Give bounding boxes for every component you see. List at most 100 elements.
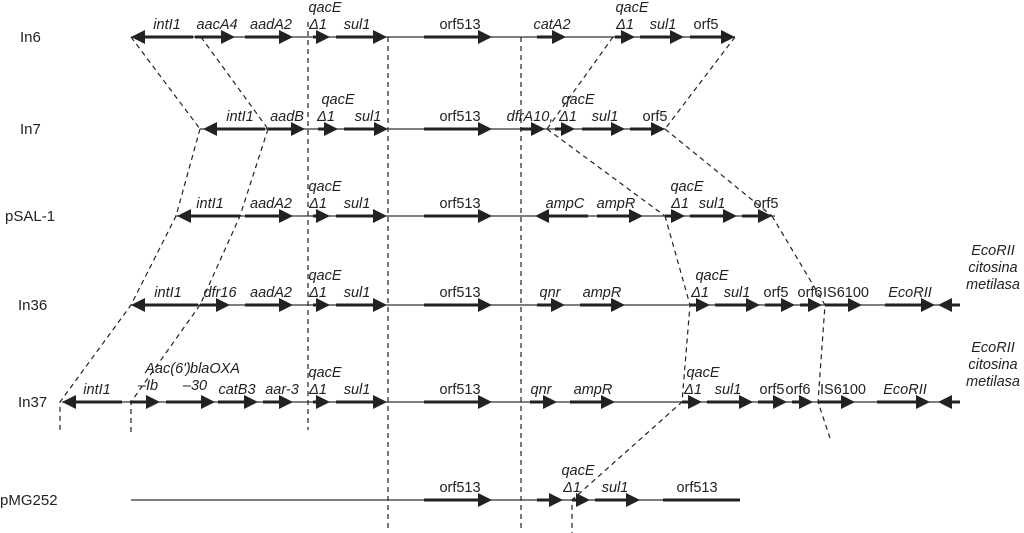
gene-label: qnr xyxy=(540,285,562,301)
gene-arrow: aadA2 xyxy=(245,17,293,44)
gene-label: sul1 xyxy=(344,382,371,398)
arrowhead-right-icon xyxy=(373,395,387,409)
gene-label: orf6 xyxy=(786,382,811,398)
gene-label: orf5 xyxy=(754,196,779,212)
gene-arrow: orf6 xyxy=(798,285,823,312)
arrowhead-right-icon xyxy=(576,493,590,507)
arrowhead-right-icon xyxy=(552,30,566,44)
arrowhead-right-icon xyxy=(279,209,293,223)
gene-label: orf5 xyxy=(764,285,789,301)
gene-label: aar-3 xyxy=(265,382,299,398)
gene-label: metilasa xyxy=(966,374,1020,390)
gene-arrow: sul1 xyxy=(582,109,625,136)
gene-label: qacE xyxy=(308,179,341,195)
arrowhead-right-icon xyxy=(146,395,160,409)
gene-label: orf513 xyxy=(439,480,480,496)
row-label: In36 xyxy=(18,297,47,314)
gene-arrow: catA2 xyxy=(533,17,571,44)
gene-label: orf5 xyxy=(694,17,719,33)
arrowhead-right-icon xyxy=(324,122,338,136)
gene-arrow: EcoRII xyxy=(877,382,930,409)
arrowhead-right-icon xyxy=(279,298,293,312)
arrowhead-right-icon xyxy=(373,30,387,44)
gene-label: –30 xyxy=(182,378,207,394)
arrowhead-right-icon xyxy=(291,122,305,136)
gene-label: qacE xyxy=(308,0,341,16)
gene-label: sul1 xyxy=(602,480,629,496)
gene-arrow: Aac(6')–Ib xyxy=(130,361,191,409)
arrowhead-right-icon xyxy=(721,30,735,44)
arrowhead-right-icon xyxy=(373,298,387,312)
arrowhead-right-icon xyxy=(221,30,235,44)
gene-label: Δ1 xyxy=(690,285,709,301)
gene-label: dfr16 xyxy=(203,285,237,301)
gene-label: ampR xyxy=(574,382,613,398)
gene-label: Δ1 xyxy=(308,382,327,398)
arrowhead-right-icon xyxy=(773,395,787,409)
arrowhead-right-icon xyxy=(611,122,625,136)
arrowhead-right-icon xyxy=(723,209,737,223)
gene-label: intI1 xyxy=(153,17,180,33)
arrowhead-right-icon xyxy=(916,395,930,409)
arrowhead-right-icon xyxy=(531,122,545,136)
gene-label: aacA4 xyxy=(196,17,237,33)
gene-arrow: ampC xyxy=(535,196,588,223)
gene-label: orf513 xyxy=(676,480,717,496)
gene-arrow: orf5 xyxy=(630,109,668,136)
gene-arrow: aacA4 xyxy=(195,17,238,44)
gene-arrow: orf513 xyxy=(663,480,740,502)
gene-label: catA2 xyxy=(533,17,570,33)
gene-arrow: sul1 xyxy=(640,17,684,44)
gene-label: blaOXA xyxy=(190,361,240,377)
arrowhead-right-icon xyxy=(670,30,684,44)
row-label: In37 xyxy=(18,394,47,411)
gene-label: catB3 xyxy=(218,382,255,398)
gene-arrow: intI1 xyxy=(177,196,240,223)
gene-label: Δ1 xyxy=(308,17,327,33)
arrowhead-right-icon xyxy=(316,209,330,223)
row-label: pMG252 xyxy=(0,492,58,509)
arrowhead-right-icon xyxy=(478,298,492,312)
gene-label: EcoRII xyxy=(888,285,932,301)
arrowhead-right-icon xyxy=(626,493,640,507)
gene-arrow: intI1 xyxy=(131,17,193,44)
gene-arrow: IS6100 xyxy=(823,285,869,312)
gene-label: sul1 xyxy=(355,109,382,125)
gene-label: intI1 xyxy=(83,382,110,398)
arrowhead-right-icon xyxy=(848,298,862,312)
gene-label: qacE xyxy=(686,365,719,381)
gene-label: intI1 xyxy=(154,285,181,301)
gene-arrow: orf5 xyxy=(690,17,735,44)
gene-arrow: orf513 xyxy=(424,109,492,136)
arrowhead-right-icon xyxy=(543,395,557,409)
gene-arrow: ampR xyxy=(597,196,643,223)
gene-arrow: aadA2 xyxy=(245,285,293,312)
arrowhead-right-icon xyxy=(621,30,635,44)
gene-arrow: orf513 xyxy=(424,480,492,507)
gene-label: qacE xyxy=(561,463,594,479)
gene-arrow: aar-3 xyxy=(263,382,299,409)
gene-label: Δ1 xyxy=(683,382,702,398)
dashed-connector xyxy=(664,128,773,217)
gene-label: orf513 xyxy=(439,17,480,33)
dashed-connector xyxy=(130,128,269,432)
gene-arrow: blaOXA–30 xyxy=(166,361,240,409)
gene-label: Δ1 xyxy=(308,285,327,301)
gene-arrow: sul1 xyxy=(336,382,387,409)
arrowhead-left-icon xyxy=(938,298,952,312)
gene-label: metilasa xyxy=(966,277,1020,293)
arrowhead-right-icon xyxy=(739,395,753,409)
gene-label: sul1 xyxy=(650,17,677,33)
dashed-connector xyxy=(771,215,831,439)
arrowhead-right-icon xyxy=(799,395,813,409)
gene-arrow: qnr xyxy=(530,382,557,409)
gene-label: qacE xyxy=(695,268,728,284)
gene-label: qnr xyxy=(531,382,553,398)
gene-arrow: EcoRII xyxy=(885,285,935,312)
gene-arrow: sul1 xyxy=(707,382,753,409)
